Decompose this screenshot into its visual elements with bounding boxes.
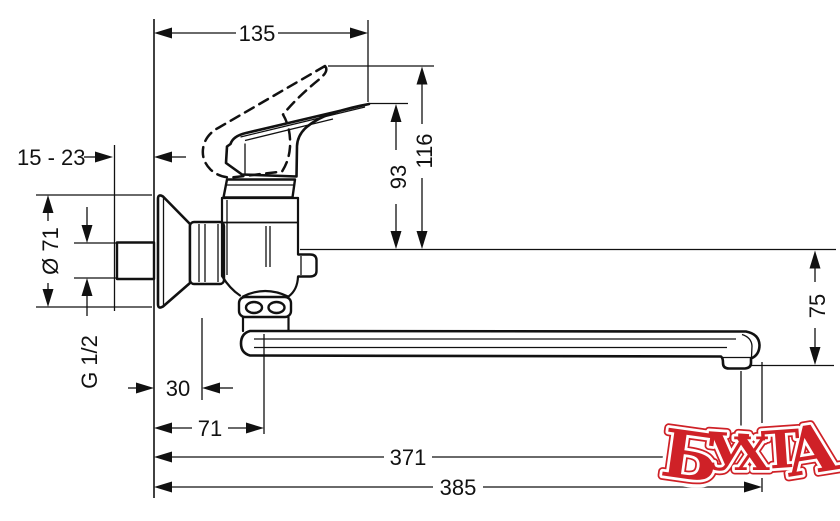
- dim-label-thread-size: G 1/2: [77, 335, 102, 389]
- arrowhead: [744, 481, 762, 493]
- swivel-nut-slot: [267, 300, 286, 315]
- arrowhead: [95, 151, 113, 163]
- union-nut: [188, 220, 226, 286]
- arrowhead: [390, 231, 402, 249]
- arrowhead: [81, 225, 93, 243]
- arrowhead: [154, 27, 172, 39]
- arrowhead: [154, 422, 172, 434]
- lever-handle-open-dashed: [201, 64, 328, 179]
- arrowhead: [42, 289, 54, 307]
- swivel-nut-slot: [244, 300, 264, 315]
- escutcheon: [156, 194, 192, 309]
- arrowhead: [154, 451, 172, 463]
- neck-curve: [241, 289, 290, 298]
- dim-label-offset-71: 71: [198, 416, 222, 441]
- arrowhead: [390, 104, 402, 122]
- dim-label-reach-385: 385: [440, 475, 477, 500]
- dim-label-reach-371: 371: [390, 445, 427, 470]
- arrowhead: [154, 481, 172, 493]
- arrowhead: [809, 250, 821, 269]
- arrowhead: [246, 422, 264, 434]
- faucet-outline: [115, 19, 761, 498]
- dimension-layer: 135 15 - 23 Ø 71 G 1/2 93 116: [17, 20, 836, 500]
- inlet-nipple: [115, 241, 156, 281]
- cartridge-cap: [222, 178, 297, 199]
- lever-blade-line: [240, 106, 366, 138]
- body-left: [220, 196, 242, 297]
- lever-handle-closed: [224, 102, 371, 178]
- arrowhead: [416, 231, 428, 249]
- arrowhead: [350, 27, 368, 39]
- side-cap: [298, 253, 318, 278]
- arrowhead: [202, 382, 220, 394]
- dim-label-top-width: 135: [239, 21, 276, 46]
- arrowhead: [809, 347, 821, 365]
- dim-label-height-closed: 93: [386, 165, 411, 189]
- arrowhead: [416, 66, 428, 85]
- dim-label-outlet-drop: 75: [805, 294, 830, 318]
- dim-label-flange-diameter: Ø 71: [38, 227, 63, 275]
- body-right-lower: [287, 275, 300, 298]
- arrowhead: [81, 278, 93, 296]
- spout-end-line: [741, 333, 753, 358]
- dim-label-offset-30: 30: [166, 376, 190, 401]
- dim-label-wall-depth: 15 - 23: [17, 145, 86, 170]
- dim-label-height-open: 116: [412, 133, 437, 168]
- arrowhead: [42, 195, 54, 213]
- spout: [239, 329, 761, 370]
- arrowhead: [136, 382, 154, 394]
- arrowhead: [154, 151, 172, 163]
